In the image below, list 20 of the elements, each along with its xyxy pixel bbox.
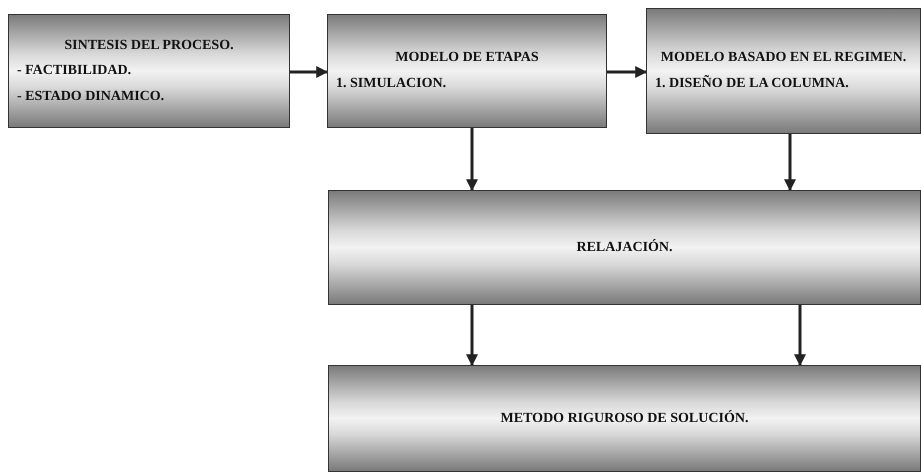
box-heading: MODELO BASADO EN EL REGIMEN. — [660, 49, 908, 68]
box-heading: METODO RIGUROSO DE SOLUCIÓN. — [500, 409, 750, 428]
box-heading: MODELO DE ETAPAS — [394, 49, 540, 68]
arrow — [794, 305, 806, 366]
box-item: - FACTIBILIDAD. — [17, 62, 132, 80]
arrow — [784, 134, 796, 192]
box-heading: RELAJACIÓN. — [575, 238, 674, 257]
process-box — [8, 14, 290, 128]
box-item: 1. SIMULACION. — [336, 75, 448, 93]
process-box — [327, 14, 607, 128]
box-heading: SINTESIS DEL PROCESO. — [63, 36, 235, 55]
process-box — [646, 8, 921, 134]
arrow — [290, 66, 328, 78]
arrow — [607, 66, 648, 78]
process-box — [328, 190, 921, 305]
arrow — [466, 128, 478, 192]
box-item: - ESTADO DINAMICO. — [17, 88, 166, 106]
process-box — [328, 365, 921, 472]
box-item: 1. DISEÑO DE LA COLUMNA. — [655, 74, 850, 93]
arrow — [466, 305, 478, 366]
